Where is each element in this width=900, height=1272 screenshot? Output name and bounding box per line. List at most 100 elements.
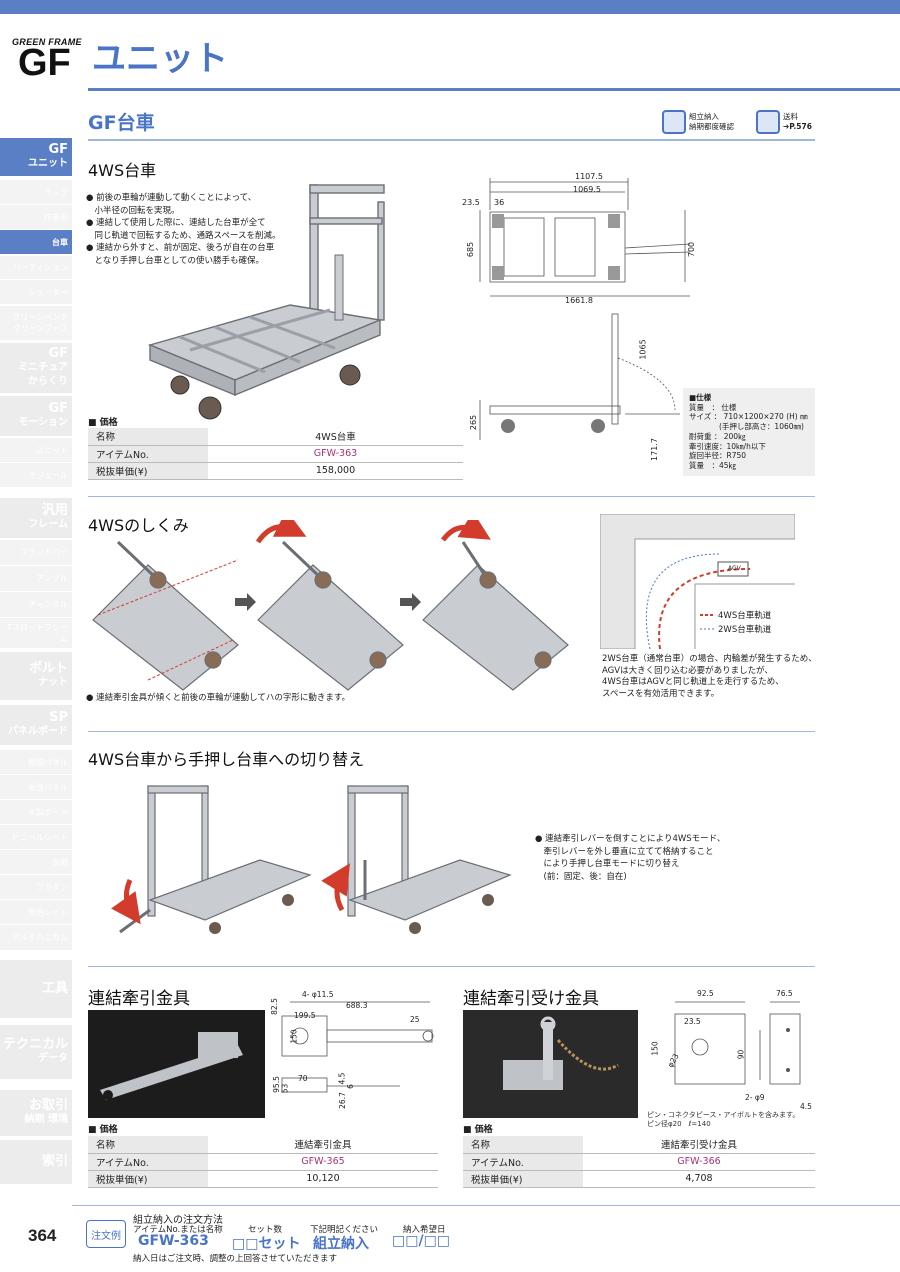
feature-item: ● 前後の車輪が連動して動くことによって、 小半径の回転を実現。: [86, 193, 257, 216]
mode-switch-illustration: [111, 785, 512, 934]
sidebar-item-27[interactable]: テクニカルデータ: [0, 1025, 72, 1079]
sidebar-item-22[interactable]: 金網: [0, 850, 72, 874]
price-caption-3: ■ 価格: [463, 1125, 493, 1135]
sidebar-item-26[interactable]: 工具: [0, 960, 72, 1018]
page-number: 364: [28, 1226, 57, 1245]
coupling-drawing: [281, 1001, 434, 1093]
truck-icon: [756, 110, 780, 134]
price-row: 名称連結牽引金具: [88, 1136, 438, 1154]
dim-685: 685: [466, 241, 476, 258]
header-rule: [88, 88, 900, 91]
sidebar-item-15[interactable]: Tスロットフレーム: [0, 618, 72, 648]
trajectory-note: 2WS台車（通常台車）の場合、内輪差が発生するため、AGVは大きく回り込む必要が…: [602, 654, 817, 699]
order-col3-head: 下記明記ください: [310, 1225, 379, 1235]
order-col1-head: アイテムNo.または名称: [133, 1225, 223, 1235]
order-col2-head: セット数: [248, 1225, 283, 1235]
dim-1069: 1069.5: [573, 185, 601, 194]
dim-92: 92.5: [697, 989, 714, 998]
sidebar-item-21[interactable]: ビニールシート: [0, 825, 72, 849]
sidebar-item-4[interactable]: パーティション: [0, 256, 72, 279]
coupling-photo: [88, 1010, 265, 1118]
dim-4-5b: 4.5: [800, 1102, 812, 1111]
dim-25: 25: [410, 1015, 420, 1024]
order-note: 納入日はご注文時、調整の上回答させていただきます: [133, 1254, 338, 1264]
order-col4-value: □□/□□: [392, 1233, 451, 1249]
sidebar-item-2[interactable]: 作業台: [0, 205, 72, 229]
mode-switch-note: ● 連結牽引レバーを倒すことにより4WSモード、 牽引レバーを外し垂直に立てて格…: [535, 834, 726, 882]
sidebar-item-23[interactable]: プラダン: [0, 875, 72, 899]
dim-36: 36: [494, 198, 505, 207]
sidebar-item-20[interactable]: 木製ボード: [0, 800, 72, 824]
side-view-drawing: [479, 313, 680, 440]
brand-logo: GF: [18, 42, 71, 84]
receiver-photo: [463, 1010, 638, 1118]
sidebar-item-12[interactable]: フラットバー: [0, 540, 72, 565]
feature-list: ● 前後の車輪が連動して動くことによって、 小半径の回転を実現。● 連結して使用…: [86, 192, 306, 267]
dim-4-5: 4.5: [337, 1072, 347, 1085]
sidebar-item-9[interactable]: ユニット: [0, 438, 72, 462]
price-row: アイテムNo.GFW-366: [463, 1153, 815, 1171]
mechanism-caption: ● 連結牽引金具が傾くと前後の車輪が連動してハの字形に動きます。: [86, 693, 351, 703]
dim-2phi9: 2- φ9: [745, 1093, 765, 1102]
dim-150: 150: [289, 1029, 299, 1044]
dim-688: 688.3: [346, 1001, 368, 1010]
order-col2-value: □□セット: [232, 1236, 301, 1252]
order-title: 組立納入の注文方法: [133, 1215, 223, 1226]
mode-switch-title: 4WS台車から手押し台車への切り替え: [88, 750, 365, 769]
sidebar-item-10[interactable]: モジュール: [0, 463, 72, 487]
dim-265: 265: [469, 414, 479, 431]
receiver-drawing: [674, 1001, 801, 1085]
sidebar-item-16[interactable]: ボルトナット: [0, 652, 72, 700]
cart-photo: [147, 184, 385, 420]
dim-700: 700: [687, 241, 697, 258]
dim-53: 53: [280, 1083, 290, 1094]
order-col1-value: GFW-363: [138, 1233, 209, 1249]
shipping-label: 送料➔P.576: [783, 112, 812, 131]
price-row: 税抜単価(¥)158,000: [88, 462, 463, 480]
dim-90: 90: [736, 1049, 746, 1060]
product-title-4ws: 4WS台車: [88, 161, 157, 180]
dim-6: 6: [345, 1084, 355, 1089]
price-row: 税抜単価(¥)4,708: [463, 1170, 815, 1188]
sidebar-item-19[interactable]: 板金パネル: [0, 775, 72, 799]
dim-199: 199.5: [294, 1011, 316, 1020]
dim-76: 76.5: [776, 989, 793, 998]
feature-item: ● 連結して使用した際に、連結した台車が全て 同じ軌道で回転するため、通路スペー…: [86, 218, 281, 241]
sidebar-item-3[interactable]: 台車: [0, 230, 72, 254]
dim-23-5b: 23.5: [684, 1017, 701, 1026]
sidebar-item-24[interactable]: 発泡シート: [0, 900, 72, 924]
sidebar-item-14[interactable]: チャンネル: [0, 592, 72, 617]
sidebar-item-28[interactable]: お取引納期 環境: [0, 1090, 72, 1136]
sidebar-item-11[interactable]: 汎用フレーム: [0, 498, 72, 538]
sidebar-item-1[interactable]: ラック: [0, 180, 72, 204]
sidebar-item-29[interactable]: 索引: [0, 1140, 72, 1184]
dim-82: 82.5: [269, 998, 279, 1015]
legend-2ws: 2WS台車軌道: [718, 625, 772, 635]
coupling-title: 連結牽引金具: [88, 989, 190, 1009]
sidebar-item-25[interactable]: アルミハニカム: [0, 925, 72, 950]
sidebar-item-6[interactable]: クリーンベンチクリーンブース: [0, 306, 72, 340]
divider-3: [88, 966, 815, 967]
sidebar-item-13[interactable]: アングル: [0, 566, 72, 591]
spec-box: ■仕様質量 ： 仕様サイズ ： 710×1200×270 (H) ㎜ (手押し部…: [683, 388, 815, 476]
order-col4-head: 納入希望日: [403, 1225, 446, 1235]
dim-70: 70: [298, 1074, 308, 1083]
top-view-drawing: [479, 178, 691, 297]
dim-150b: 150: [650, 1041, 660, 1056]
order-example-badge: 注文例: [86, 1220, 126, 1248]
dim-1065: 1065: [638, 339, 648, 360]
price-caption-2: ■ 価格: [88, 1125, 118, 1135]
receiver-note-2: ピン径φ20 ℓ=140: [647, 1120, 711, 1128]
agv-label: AGV: [728, 565, 741, 572]
sidebar-item-18[interactable]: 樹脂パネル: [0, 750, 72, 774]
dim-171: 171.7: [649, 438, 659, 461]
divider-2: [88, 731, 815, 732]
sidebar-item-5[interactable]: シューター: [0, 280, 72, 304]
receiver-note-1: ピン・コネクタピース・アイボルトを含みます。: [647, 1111, 800, 1119]
assembly-label: 組立納入納期都度確認: [689, 112, 734, 131]
